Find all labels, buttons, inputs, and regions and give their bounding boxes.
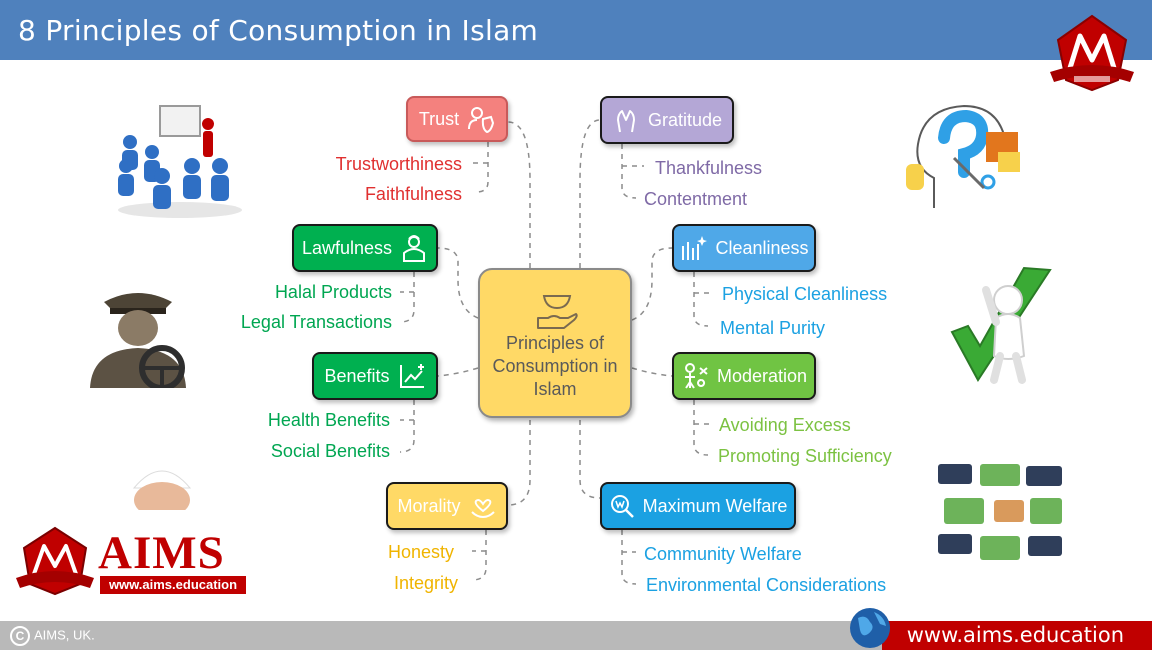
aims-logo-icon [16, 526, 94, 596]
aims-logo-text: AIMS [98, 527, 225, 579]
moderation-item-2: Promoting Sufficiency [718, 446, 892, 466]
principle-gratitude: Gratitude [600, 96, 734, 144]
sparkle-icon [682, 236, 708, 260]
morality-item-1: Honesty [387, 542, 454, 562]
gratitude-item-1: Thankfulness [655, 158, 763, 178]
head-question-icon [906, 104, 1020, 208]
checkmark-figure-icon [950, 266, 1052, 384]
footer-copyright-text: AIMS, UK. [34, 627, 95, 643]
benefits-item-1: Health Benefits [267, 410, 390, 430]
welfare-item-1: Community Welfare [644, 544, 802, 564]
principle-trust: Trust [406, 96, 508, 142]
principle-gratitude-label: Gratitude [647, 109, 723, 130]
teacher-audience-icon [118, 105, 242, 218]
principle-trust-label: Trust [418, 108, 460, 129]
aims-emblem-icon [1050, 14, 1134, 92]
principle-benefits-label: Benefits [324, 365, 390, 386]
lawfulness-item-2: Legal Transactions [240, 312, 392, 332]
copyright-icon: C [10, 626, 30, 646]
morality-item-2: Integrity [393, 573, 458, 593]
trust-item-1: Trustworthiness [335, 154, 462, 174]
cleanliness-item-1: Physical Cleanliness [722, 284, 888, 304]
money-exchange-icon [938, 464, 1062, 560]
lawfulness-item-1: Halal Products [274, 282, 392, 302]
principle-welfare-label: Maximum Welfare [642, 495, 788, 516]
gratitude-item-2: Contentment [644, 189, 748, 209]
trust-item-2: Faithfulness [364, 184, 462, 204]
shield-person-icon [468, 107, 495, 133]
heart-hand-icon [470, 499, 495, 519]
coin-search-icon [610, 495, 634, 518]
benefits-item-2: Social Benefits [270, 441, 390, 461]
balance-person-icon [684, 363, 708, 389]
principle-cleanliness: Cleanliness [672, 224, 816, 272]
principle-moderation-label: Moderation [716, 365, 808, 386]
principle-morality-label: Morality [397, 495, 461, 516]
center-node: Principles of Consumption in Islam [478, 268, 632, 418]
header-bar [0, 0, 1152, 60]
welfare-item-2: Environmental Considerations [646, 575, 887, 595]
principle-morality: Morality [386, 482, 508, 530]
cleanliness-item-2: Mental Purity [720, 318, 826, 338]
footer-url: www.aims.education [906, 623, 1124, 647]
person-cap-icon [132, 470, 192, 518]
principle-cleanliness-label: Cleanliness [715, 237, 809, 258]
hand-bowl-icon [537, 295, 578, 329]
growth-chart-icon [399, 364, 424, 388]
moderation-item-1: Avoiding Excess [719, 415, 851, 435]
center-label: Principles of Consumption in Islam [492, 333, 618, 399]
footer-url-band [882, 621, 1152, 650]
principle-lawfulness-label: Lawfulness [301, 237, 393, 258]
aims-logo-url: www.aims.education [100, 576, 246, 594]
principle-welfare: Maximum Welfare [600, 482, 796, 530]
principle-lawfulness: Lawfulness [292, 224, 438, 272]
scholar-icon [403, 235, 426, 262]
driver-icon [90, 293, 186, 388]
globe-icon [850, 608, 890, 648]
principle-benefits: Benefits [312, 352, 438, 400]
principle-moderation: Moderation [672, 352, 816, 400]
praying-hands-icon [616, 110, 635, 133]
page-title: 8 Principles of Consumption in Islam [18, 14, 539, 47]
